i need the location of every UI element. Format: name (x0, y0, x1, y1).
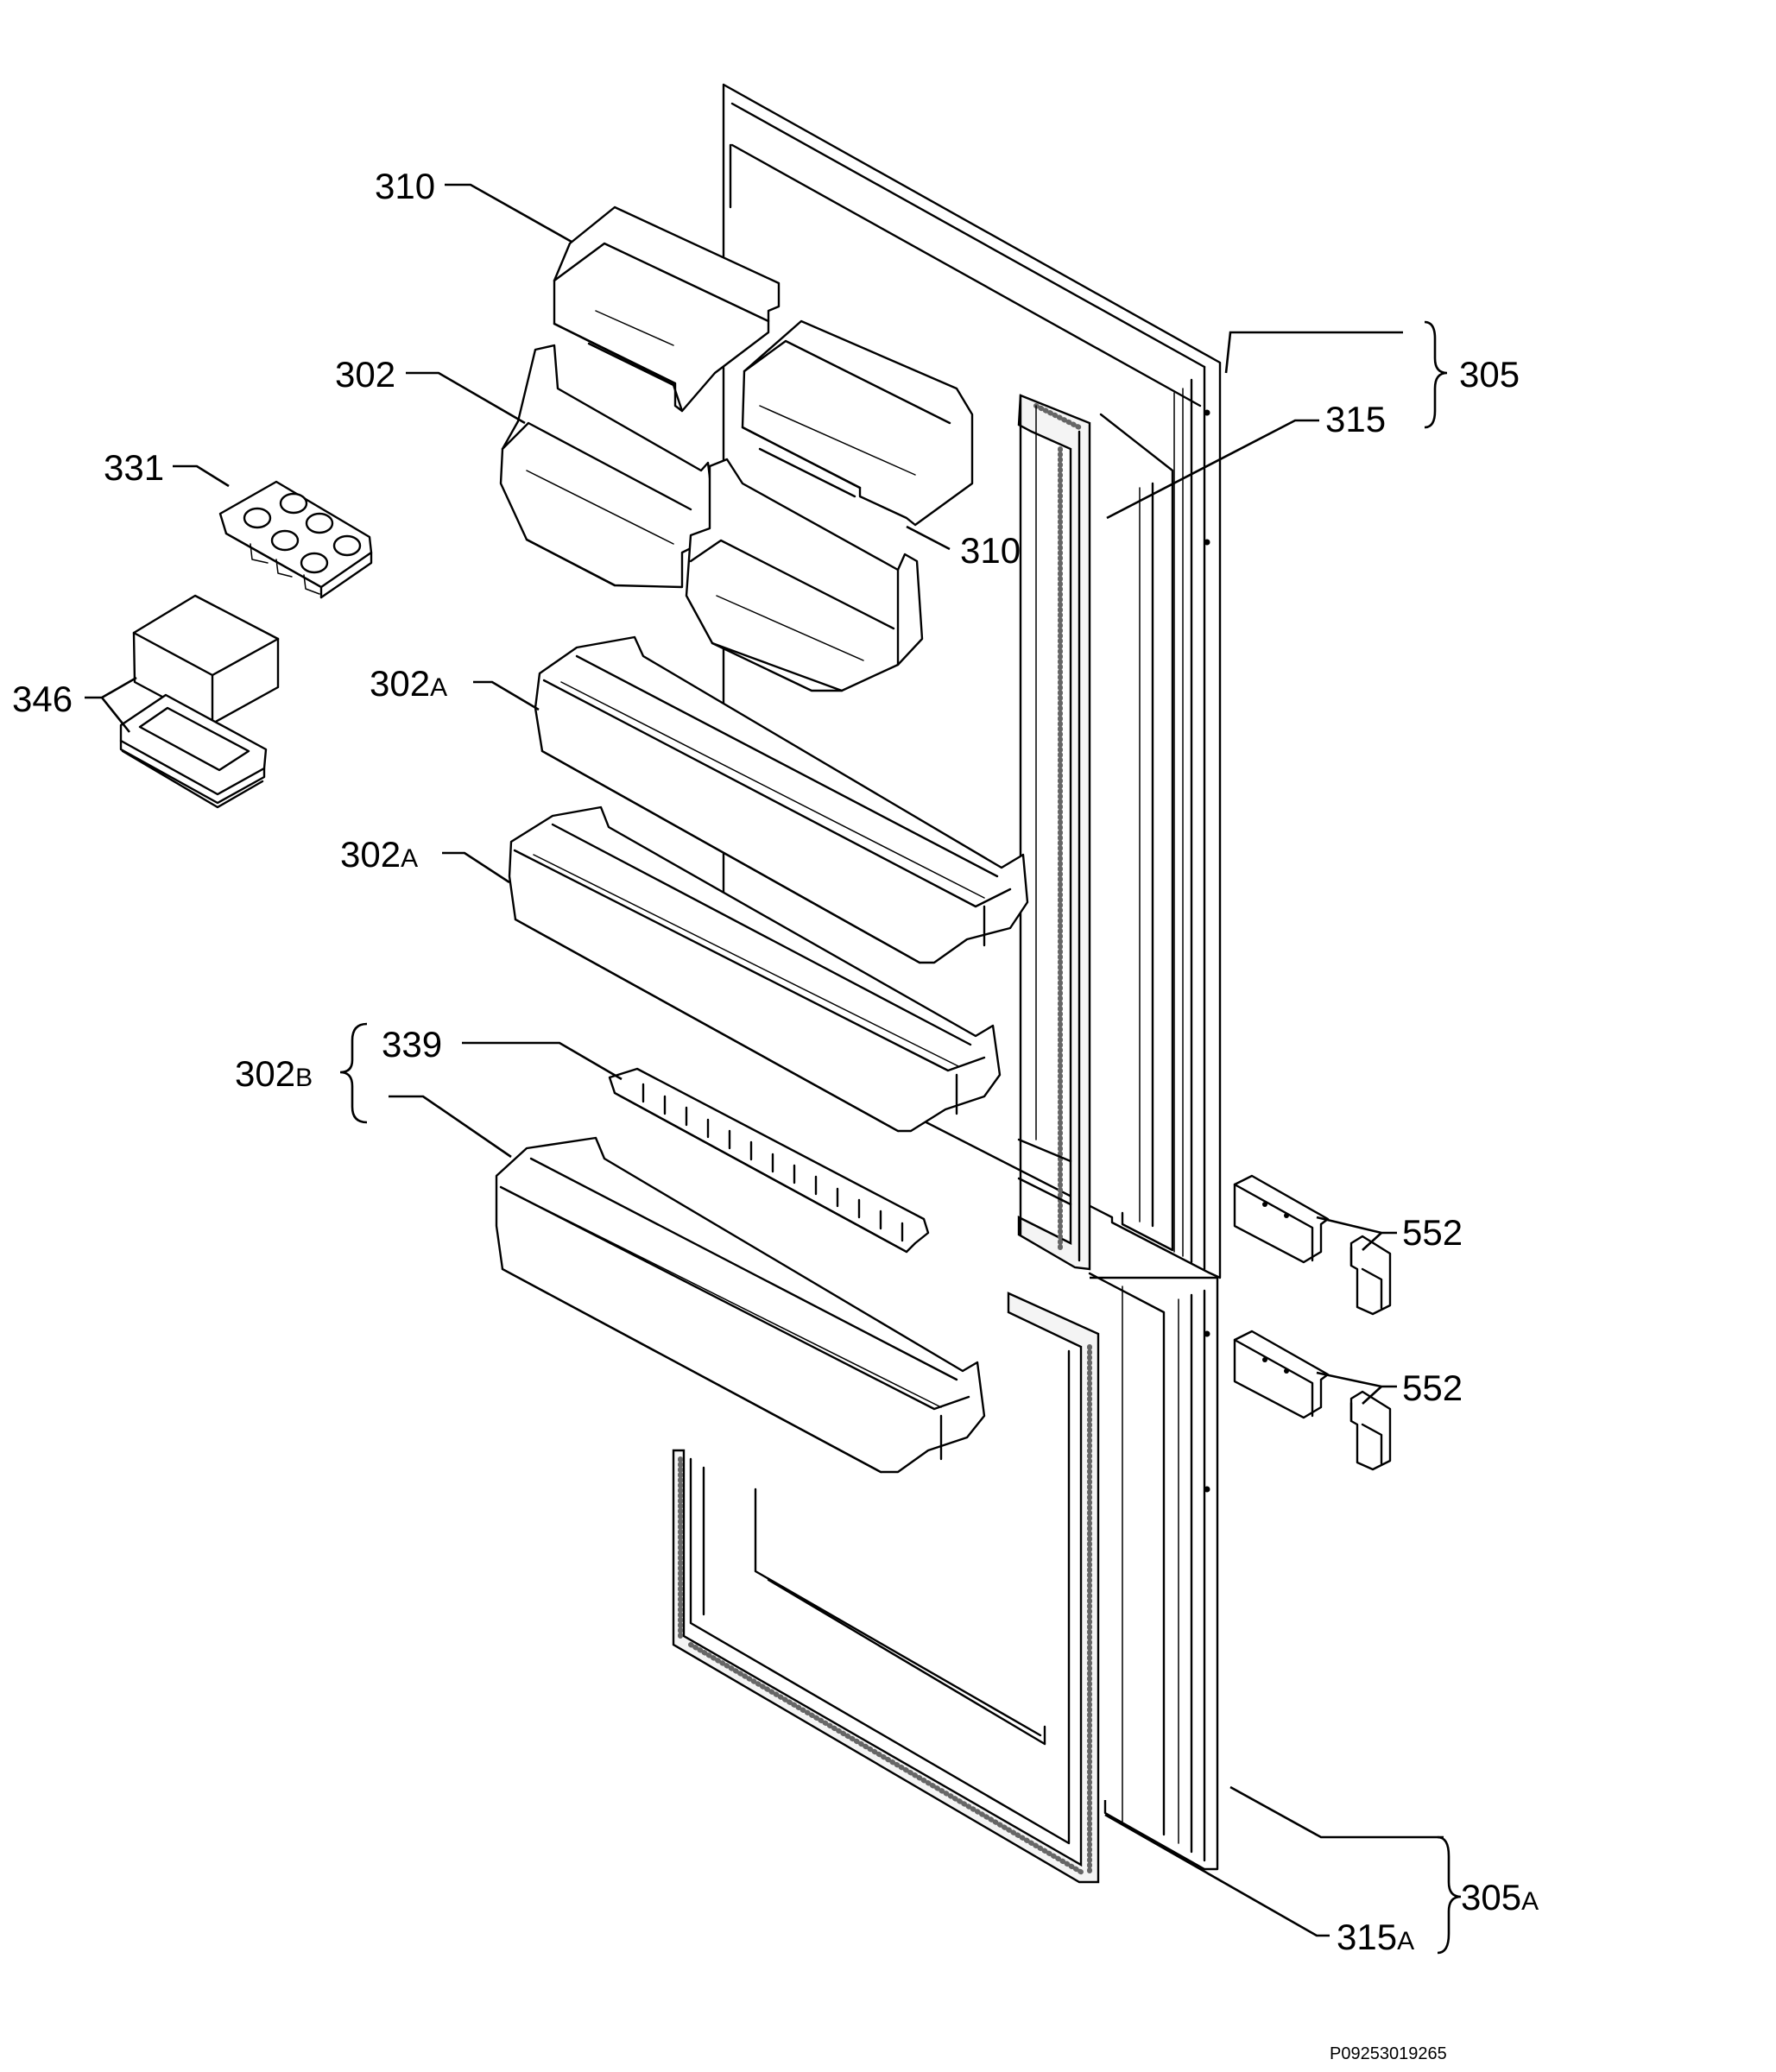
label-302a-1-number: 302 (370, 663, 430, 704)
label-305a-number: 305 (1461, 1877, 1521, 1917)
part-302a-balcony-2 (508, 805, 1002, 1133)
part-552-hinge-set-2 (1233, 1330, 1392, 1471)
label-302a-1: 302A (370, 663, 447, 704)
label-302b-number: 302 (235, 1053, 295, 1094)
part-346-box-and-lid (119, 594, 280, 809)
part-331-egg-tray (218, 480, 373, 599)
drawing-code: P09253019265 (1330, 2044, 1447, 2063)
part-552-hinge-set-1 (1233, 1174, 1392, 1316)
label-305a: 305A (1461, 1877, 1539, 1917)
label-331: 331 (104, 447, 164, 488)
label-346: 346 (12, 679, 73, 719)
label-315: 315 (1325, 399, 1386, 439)
brace-305 (1424, 320, 1448, 429)
label-302a-1-suffix: A (430, 673, 447, 702)
label-305: 305 (1459, 354, 1520, 395)
part-302b-bottom-balcony (495, 1136, 986, 1474)
label-310-mid: 310 (960, 530, 1021, 571)
label-552-1: 552 (1402, 1212, 1463, 1253)
label-302a-2: 302A (340, 834, 418, 875)
brace-305a (1437, 1835, 1462, 1955)
label-302a-2-number: 302 (340, 834, 401, 875)
lower-door (672, 1272, 1219, 1884)
label-552-2: 552 (1402, 1368, 1463, 1408)
label-302b: 302B (235, 1053, 313, 1094)
part-302a-balcony-1 (534, 635, 1029, 964)
part-302-small-balcony-right (685, 458, 924, 692)
label-315a: 315A (1337, 1917, 1414, 1957)
label-315a-suffix: A (1397, 1927, 1414, 1955)
label-305a-suffix: A (1521, 1887, 1539, 1916)
part-310-lid-right (741, 319, 974, 527)
part-310-lid-left (553, 205, 781, 413)
label-339: 339 (382, 1024, 442, 1064)
label-315a-number: 315 (1337, 1917, 1397, 1957)
leader-lines (85, 183, 1444, 1937)
brace-302b (339, 1022, 368, 1124)
label-302a-2-suffix: A (401, 844, 418, 873)
label-302: 302 (335, 354, 395, 395)
part-339-bottle-rack (608, 1067, 930, 1254)
label-310-top: 310 (375, 166, 435, 206)
label-302b-suffix: B (295, 1064, 313, 1092)
